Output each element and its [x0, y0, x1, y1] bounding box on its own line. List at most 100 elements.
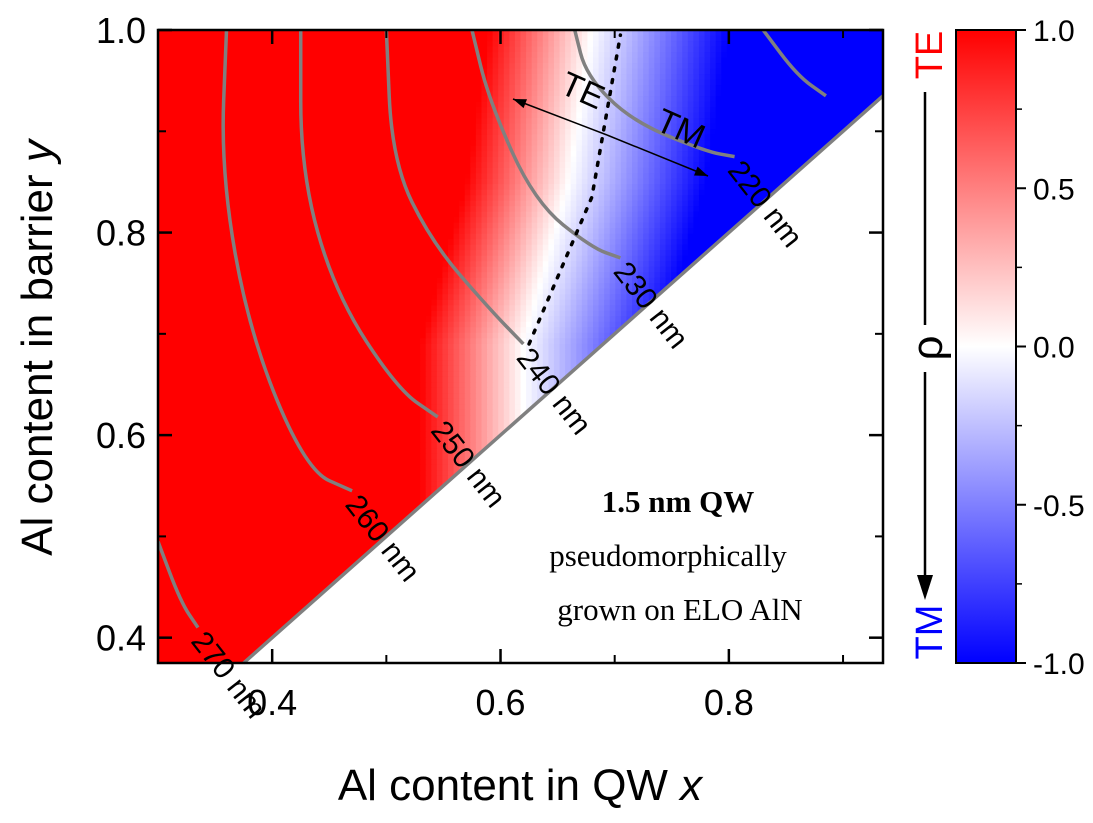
heat-cell — [676, 178, 683, 185]
heat-cell — [431, 90, 438, 97]
heat-cell — [743, 178, 750, 185]
heat-cell — [509, 206, 516, 213]
heat-cell — [843, 211, 851, 218]
heat-cell — [336, 30, 343, 37]
heat-cell — [475, 151, 483, 158]
heat-cell — [843, 85, 851, 92]
heat-cell — [827, 178, 834, 185]
heat-cell — [280, 96, 287, 103]
heat-cell — [620, 41, 628, 48]
heat-cell — [542, 222, 549, 229]
heat-cell — [191, 173, 198, 180]
heat-cell — [180, 222, 187, 229]
heat-cell — [732, 74, 739, 81]
heat-cell — [503, 173, 510, 180]
heat-cell — [503, 217, 510, 224]
heat-cell — [531, 195, 538, 202]
heat-cell — [604, 173, 611, 180]
heat-cell — [381, 239, 388, 246]
heat-cell — [604, 184, 611, 191]
heat-cell — [860, 63, 867, 70]
heat-cell — [509, 46, 516, 53]
heat-cell — [158, 151, 165, 158]
heat-cell — [598, 195, 605, 202]
heat-cell — [698, 123, 706, 130]
heat-cell — [459, 96, 466, 103]
heat-cell — [202, 96, 209, 103]
heat-cell — [749, 233, 756, 240]
heat-cell — [531, 107, 538, 114]
heat-cell — [777, 41, 784, 48]
heat-cell — [542, 162, 549, 169]
heat-cell — [743, 233, 750, 240]
heat-cell — [704, 118, 711, 125]
heat-cell — [314, 239, 321, 246]
heat-cell — [738, 145, 745, 152]
heat-cell — [738, 52, 745, 59]
heat-cell — [392, 41, 399, 48]
heat-cell — [358, 211, 365, 218]
heat-cell — [565, 228, 572, 235]
heat-cell — [269, 145, 276, 152]
heat-cell — [303, 195, 310, 202]
heat-cell — [236, 74, 243, 81]
heat-cell — [698, 217, 706, 224]
heat-cell — [174, 228, 181, 235]
heat-cell — [208, 96, 215, 103]
heat-cell — [397, 134, 404, 141]
heat-cell — [342, 79, 349, 86]
heat-cell — [643, 52, 650, 59]
heat-cell — [420, 134, 427, 141]
heat-cell — [414, 233, 421, 240]
heat-cell — [436, 211, 444, 218]
heat-cell — [330, 222, 338, 229]
heat-cell — [793, 46, 800, 53]
heat-cell — [191, 189, 198, 196]
heat-cell — [871, 46, 879, 53]
heat-cell — [208, 156, 215, 163]
heat-cell — [163, 217, 170, 224]
heat-cell — [548, 140, 555, 147]
heat-cell — [403, 90, 410, 97]
heat-cell — [347, 222, 354, 229]
heat-cell — [598, 101, 605, 108]
heat-cell — [347, 118, 354, 125]
heat-cell — [185, 189, 193, 196]
heat-cell — [615, 79, 622, 86]
heat-cell — [369, 189, 377, 196]
heat-cell — [459, 189, 466, 196]
heat-cell — [369, 35, 377, 42]
heat-cell — [369, 107, 377, 114]
heat-cell — [793, 85, 800, 92]
heat-cell — [860, 57, 867, 64]
heat-cell — [687, 178, 694, 185]
heat-cell — [180, 112, 187, 119]
heat-cell — [191, 140, 198, 147]
heat-cell — [710, 57, 717, 64]
heat-cell — [169, 90, 176, 97]
heat-cell — [197, 206, 204, 213]
heat-cell — [659, 90, 667, 97]
heat-cell — [403, 151, 410, 158]
heat-cell — [643, 162, 650, 169]
heat-cell — [760, 140, 767, 147]
heat-cell — [342, 129, 349, 136]
heat-cell — [291, 184, 299, 191]
heat-cell — [632, 217, 639, 224]
heat-cell — [263, 41, 271, 48]
heat-cell — [804, 85, 812, 92]
heat-cell — [548, 74, 555, 81]
heat-cell — [364, 173, 371, 180]
heat-cell — [442, 151, 449, 158]
heat-cell — [693, 206, 700, 213]
heat-cell — [442, 134, 449, 141]
heat-cell — [464, 195, 471, 202]
heat-cell — [420, 68, 427, 75]
heat-cell — [565, 217, 572, 224]
heat-cell — [637, 101, 644, 108]
heat-cell — [726, 112, 734, 119]
heat-cell — [866, 96, 873, 103]
heat-cell — [559, 200, 566, 207]
heat-cell — [565, 173, 572, 180]
heat-cell — [565, 189, 572, 196]
